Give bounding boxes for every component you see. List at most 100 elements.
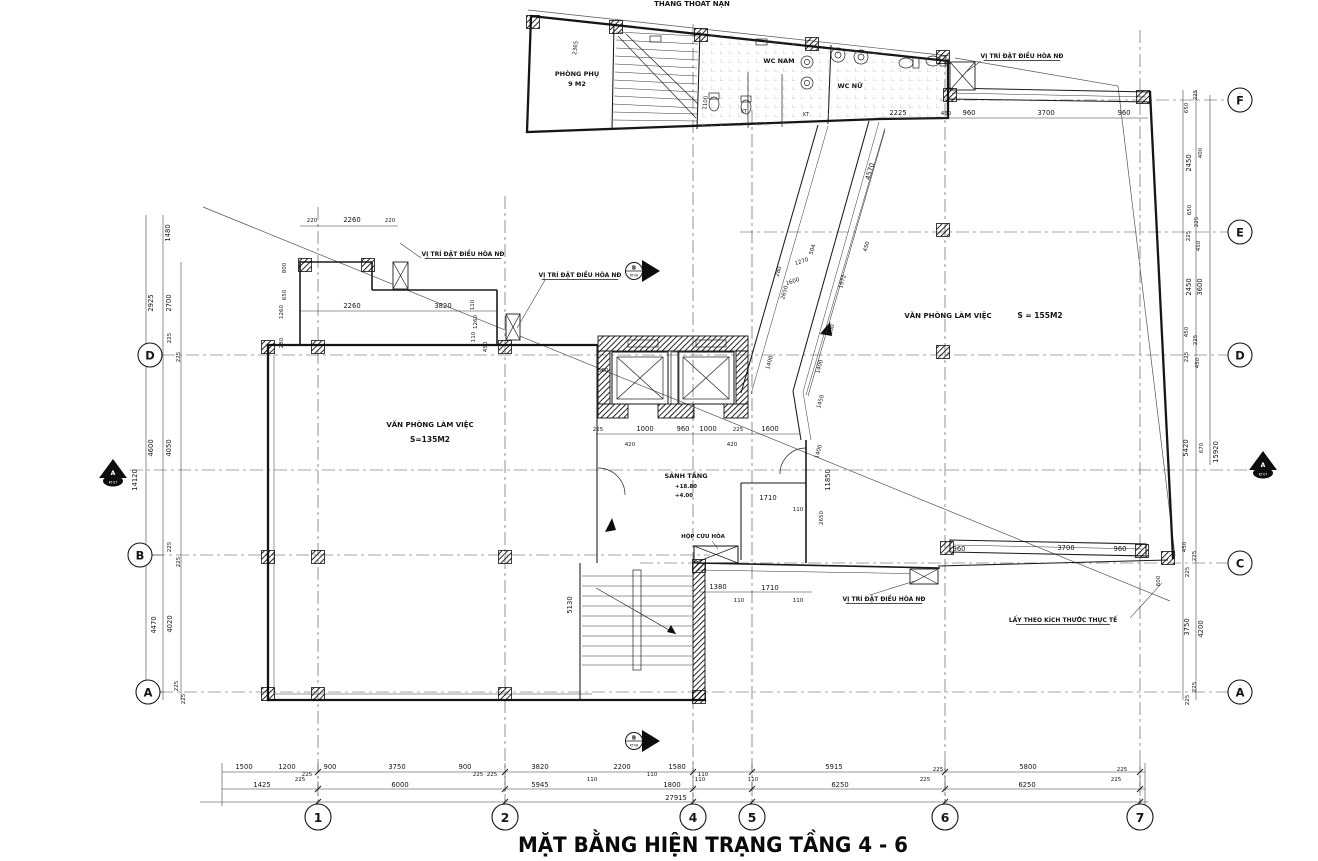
dim-label: 2650 xyxy=(819,511,825,525)
dim-label: 11850 xyxy=(824,469,832,491)
column xyxy=(498,550,512,564)
dim-tick xyxy=(314,768,322,776)
svg-text:KT07: KT07 xyxy=(109,481,118,485)
elevator-shaft-2 xyxy=(677,339,735,405)
dim-label: 225 xyxy=(176,351,182,362)
column xyxy=(936,345,950,359)
dim-label: 450 xyxy=(1196,240,1202,251)
grid-bubble-E xyxy=(1227,219,1253,245)
wc-nu-label: WC NỮ xyxy=(837,81,863,90)
dim-label: 14120 xyxy=(131,469,139,491)
ac-box-4 xyxy=(909,568,939,585)
column xyxy=(361,258,375,272)
dim-label: 225 xyxy=(733,427,744,433)
ac-note-4: VỊ TRÍ ĐẶT ĐIỀU HÒA NĐ xyxy=(843,594,926,603)
dim-label: 1600 xyxy=(761,425,778,433)
dim-label: 960 xyxy=(963,109,976,117)
column xyxy=(1135,544,1149,558)
svg-text:KT08: KT08 xyxy=(630,744,638,748)
dim-label: 110 xyxy=(698,772,709,778)
dim-label: 1800 xyxy=(663,781,680,789)
grid-bubble-C xyxy=(1227,550,1253,576)
grid-bubble-2 xyxy=(491,803,519,831)
dim-label: 1260 xyxy=(473,315,479,329)
dim-label: 3700 xyxy=(1037,109,1054,117)
dim-label: 225 xyxy=(1192,550,1198,561)
dim-label: 225 xyxy=(1193,89,1199,100)
dim-label: 220 xyxy=(385,218,396,224)
dim-label: 1710 xyxy=(761,584,778,592)
grid-lines xyxy=(130,24,1250,806)
dim-label: 3820 xyxy=(531,763,548,771)
dim-label: 1580 xyxy=(668,763,685,771)
dim-label: 3700 xyxy=(1057,544,1074,552)
dim-label: 225 xyxy=(167,541,173,552)
ac-note-3: VỊ TRÍ ĐẶT ĐIỀU HÒA NĐ xyxy=(981,51,1064,60)
dim-label: 900 xyxy=(324,763,337,771)
dim-tick xyxy=(314,785,322,793)
column xyxy=(692,690,706,704)
site-note: LẤY THEO KÍCH THƯỚC THỰC TẾ xyxy=(1009,616,1118,624)
column xyxy=(311,687,325,701)
dim-tick xyxy=(1136,768,1144,776)
svg-text:A: A xyxy=(1261,462,1266,469)
toilet-2 xyxy=(740,95,752,115)
grid-bubble-A xyxy=(135,679,161,705)
dim-label: 1480 xyxy=(164,224,172,241)
dim-label: 1270 xyxy=(794,257,810,267)
dim-label: 225 xyxy=(295,777,306,783)
grid-bubble-D xyxy=(137,342,163,368)
dim-label: 450 xyxy=(941,111,952,117)
dim-label: 1600 xyxy=(785,277,801,287)
dim-label: 5945 xyxy=(531,781,548,789)
kt-shaft-1: KT xyxy=(741,109,748,115)
corridor-walls xyxy=(740,120,886,563)
svg-text:B: B xyxy=(632,736,636,742)
svg-text:A: A xyxy=(111,470,116,477)
dim-tick xyxy=(501,785,509,793)
columns xyxy=(261,15,1175,704)
dim-label: 1380 xyxy=(709,583,726,591)
dim-label: 900 xyxy=(459,763,472,771)
grid-bubble-label: 2 xyxy=(501,811,510,825)
grid-bubble-label: B xyxy=(136,549,145,563)
dim-label: 27915 xyxy=(665,794,687,802)
grid-bubble-label: 5 xyxy=(748,811,757,825)
main-stair xyxy=(579,562,706,701)
grid-bubble-D xyxy=(1227,342,1253,368)
dim-label: 3600 xyxy=(1196,278,1204,295)
office-135-label: VĂN PHÒNG LÀM VIỆC xyxy=(386,420,473,429)
dim-label: 420 xyxy=(727,442,738,448)
dim-label: 2925 xyxy=(147,294,155,311)
dim-label: 5130 xyxy=(566,596,574,613)
ac-box-2 xyxy=(505,313,521,341)
grid-bubble-B xyxy=(127,542,153,568)
grid-bubble-1 xyxy=(304,803,332,831)
lobby-level-1: +18.80 xyxy=(675,484,697,490)
dim-label: 960 xyxy=(953,545,966,553)
section-marker-A-0: A KT07 xyxy=(99,459,127,487)
dim-label: 4470 xyxy=(150,616,158,633)
dim-label: 2225 xyxy=(889,109,906,117)
dim-label: 960 xyxy=(1114,545,1127,553)
dim-label: 1400 xyxy=(815,359,825,375)
toilet-3 xyxy=(898,57,920,69)
dim-tick xyxy=(748,785,756,793)
dim-label: 110 xyxy=(793,598,804,604)
dim-label: 4200 xyxy=(1197,620,1205,637)
dim-label: 1000 xyxy=(636,425,653,433)
dim-tick xyxy=(941,785,949,793)
dim-label: 2650 xyxy=(780,285,790,301)
column xyxy=(498,340,512,354)
dim-label: 225 xyxy=(1185,694,1191,705)
dim-label: 4050 xyxy=(165,439,173,456)
dim-label: 450 xyxy=(1184,326,1190,337)
grid-bubble-label: F xyxy=(1236,94,1244,108)
dim-label: 1400 xyxy=(814,444,824,460)
grid-bubble-label: D xyxy=(1235,349,1244,363)
dim-label: 450 xyxy=(483,341,489,352)
dim-label: 4020 xyxy=(166,615,174,632)
grid-bubble-label: D xyxy=(145,349,154,363)
drawing-title: MẶT BẰNG HIỆN TRẠNG TẦNG 4 - 6 xyxy=(518,829,908,857)
dim-tick xyxy=(501,768,509,776)
